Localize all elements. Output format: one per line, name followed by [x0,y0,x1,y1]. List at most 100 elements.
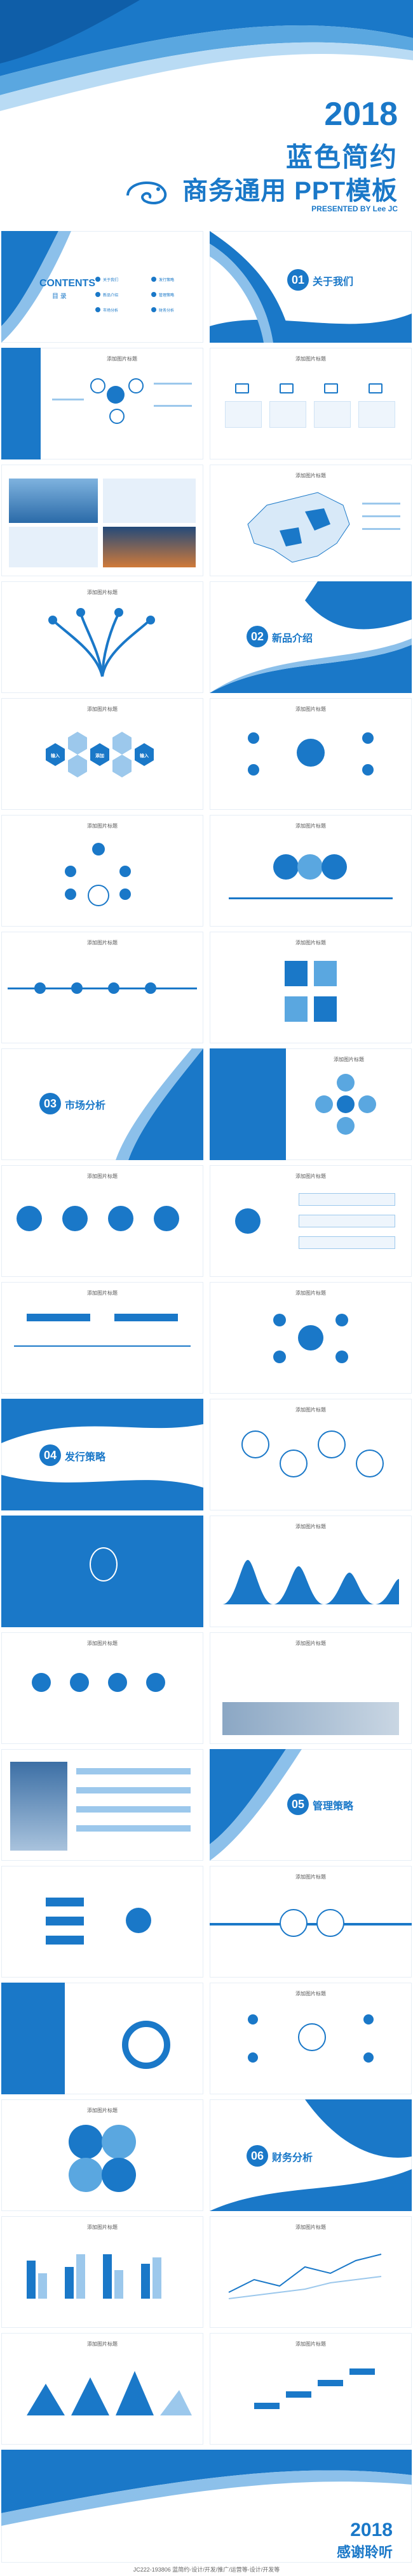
slide-title: 添加图片标题 [295,1407,326,1413]
peak-shapes [222,1560,399,1604]
slide-hexagons[interactable]: 添加图片标题 输入 添加 输入 [1,698,203,810]
team-photo [222,1702,399,1735]
ending-year: 2018 [350,2520,393,2540]
step-icon [32,1673,51,1692]
cover-presenter: PRESENTED BY Lee JC [311,204,398,213]
slide-title: 添加图片标题 [295,1991,326,1997]
slide-hex-ring[interactable]: 添加图片标题 [210,1282,412,1394]
node [90,378,105,393]
hex-node [335,1351,348,1363]
step-icon [108,1673,127,1692]
slide-title: 添加图片标题 [87,1173,118,1179]
stair-step [254,2403,280,2409]
hex-label: 添加 [95,754,104,758]
text-area [9,527,98,567]
slide-photos[interactable] [1,465,203,576]
slide-equation-icons[interactable]: 添加图片标题 [1,1165,203,1277]
text-placeholder [52,399,84,400]
timeline-node [108,982,119,994]
slide-peak-chart[interactable]: 添加图片标题 [210,1516,412,1627]
slide-two-column-icons[interactable]: 添加图片标题 [210,1983,412,2094]
contents-item-4[interactable]: 发行策略 [159,279,175,282]
slide-contents[interactable]: CONTENTS 目 录 关于我们 新品介绍 市场分析 发行策略 管理策略 财务… [1,231,203,343]
slide-triangle-stacks[interactable]: 添加图片标题 [1,2333,203,2445]
slide-section-05[interactable]: 05 管理策略 [210,1749,412,1861]
slide-section-06[interactable]: 06 财务分析 [210,2099,412,2211]
header-tag [27,1314,90,1321]
slide-flower-diagram[interactable]: 添加图片标题 [210,1048,412,1160]
header-tag [114,1314,178,1321]
timeline-node [71,982,83,994]
point-icon [119,866,131,877]
slide-fan-diagram[interactable]: 添加图片标题 [1,581,203,693]
contents-item-5[interactable]: 管理策略 [159,294,175,298]
bar [65,2267,74,2299]
slide-number-circles[interactable]: 添加图片标题 [210,1866,412,1978]
slide-four-circles[interactable]: 添加图片标题 [1,2099,203,2211]
slide-arrow-list[interactable]: 添加图片标题 [210,1165,412,1277]
section-title: 新品介绍 [272,633,313,644]
slide-chain-circles[interactable]: 添加图片标题 [210,815,412,927]
node [76,608,85,617]
slide-timeline[interactable]: 添加图片标题 [1,932,203,1043]
section-title: 财务分析 [272,2153,313,2163]
point-icon [248,2052,258,2063]
text-placeholder [362,528,400,530]
text-area [103,479,196,523]
contents-item-6[interactable]: 财务分析 [159,309,175,313]
slide-title: 添加图片标题 [295,1173,326,1179]
photo-circle [280,1450,308,1477]
slide-cross-diagram[interactable]: 添加图片标题 [210,932,412,1043]
quadrant-circle [102,2125,136,2159]
slide-title: 添加图片标题 [334,1057,364,1062]
slide-cycle[interactable] [1,1983,203,2094]
wave-decoration [1,231,71,343]
node [48,616,57,624]
slide-photo-list[interactable] [1,1749,203,1861]
slide-title: 添加图片标题 [295,356,326,362]
slide-title: 添加图片标题 [87,1641,118,1646]
slide-circle-photos[interactable]: 添加图片标题 [210,1399,412,1510]
slide-lightbulb[interactable] [1,1516,203,1627]
slide-process-icons[interactable]: 添加图片标题 [1,1632,203,1744]
wave-decoration [1,1399,203,1510]
slide-four-points[interactable]: 添加图片标题 [210,698,412,810]
document-icon [369,383,383,393]
slide-section-02[interactable]: 02 新品介绍 [210,581,412,693]
slide-title: 添加图片标题 [295,2341,326,2347]
slide-line-chart[interactable]: 添加图片标题 [210,2216,412,2328]
node [109,409,125,424]
flow-box [46,1936,84,1945]
contents-item-1[interactable]: 关于我们 [103,279,119,282]
slide-title: 添加图片标题 [87,2108,118,2113]
list-row [76,1806,191,1813]
chain-circle [273,854,299,880]
monitor-icon [235,383,249,393]
slide-triangle-diagram[interactable]: 添加图片标题 [1,348,203,459]
slide-section-01[interactable]: 01 关于我们 [210,231,412,343]
point-icon [363,2052,374,2063]
slide-map[interactable]: 添加图片标题 [210,465,412,576]
slide-dot-timeline[interactable]: 添加图片标题 [1,1282,203,1394]
cross-diagram [285,961,337,1022]
timeline-line [8,987,197,989]
quadrant-circle [69,2158,103,2192]
number-circle [280,1909,308,1937]
contents-item-3[interactable]: 市场分析 [103,309,119,313]
list-row [76,1825,191,1832]
slide-section-04[interactable]: 04 发行策略 [1,1399,203,1510]
slide-ending[interactable]: 2018 感谢聆听 [1,2450,412,2563]
side-panel [1,348,41,459]
slide-bulb-icons[interactable]: 添加图片标题 [1,815,203,927]
slide-four-icons[interactable]: 添加图片标题 [210,348,412,459]
slide-stair-chart[interactable]: 添加图片标题 [210,2333,412,2445]
slide-flowchart[interactable] [1,1866,203,1978]
slide-bar-chart[interactable]: 添加图片标题 [1,2216,203,2328]
contents-item-2[interactable]: 新品介绍 [103,294,119,298]
photo-circle [356,1450,384,1477]
wave-decoration [210,2099,412,2211]
slide-section-03[interactable]: 03 市场分析 [1,1048,203,1160]
slide-list-photo[interactable]: 添加图片标题 [210,1632,412,1744]
text-placeholder [154,405,192,407]
chart-icon [280,383,294,393]
